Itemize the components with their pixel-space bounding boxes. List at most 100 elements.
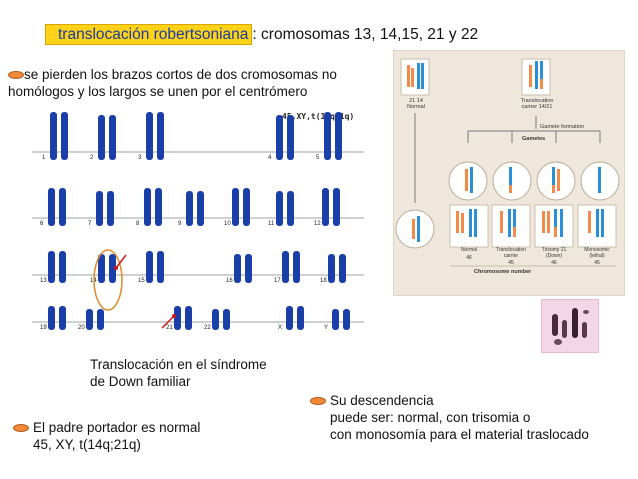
chromosome: [276, 191, 283, 226]
chromosome: [174, 306, 181, 330]
chromosome: [59, 251, 66, 283]
chromosome-label: 4: [268, 155, 272, 161]
father-block: El padre portador es normal 45, XY, t(14…: [13, 419, 200, 453]
chromosome: [328, 254, 335, 283]
chromosome: [322, 188, 329, 226]
translocation-highlight: [93, 249, 123, 311]
chromosome: [107, 191, 114, 226]
outcome-count: 45: [594, 260, 600, 266]
chromosome: [234, 254, 241, 283]
parent-carrier-label: Translocation carrier 14/21: [514, 98, 560, 110]
title-rest: : cromosomas 13, 14,15, 21 y 22: [252, 26, 479, 43]
chromosome-label: 18: [320, 278, 327, 284]
parent-1-label-line-1: 21 14: [409, 98, 423, 104]
outcome-count: 46: [551, 260, 557, 266]
karyotype-caption-line-1: Translocación en el síndrome: [90, 357, 267, 372]
slide-title: translocación robertsoniana: cromosomas …: [45, 24, 479, 45]
chromosome-label: 22: [204, 325, 211, 331]
chromosome-label: 9: [178, 221, 182, 227]
chromosome-label: 15: [138, 278, 145, 284]
father-line-1: El padre portador es normal: [33, 420, 201, 435]
chromosome: [98, 115, 105, 160]
chromosome-micrograph: [541, 299, 599, 353]
chromosome: [232, 188, 239, 226]
outcome-label: Monosomic(lethal)45: [578, 247, 616, 267]
title-highlight: translocación robertsoniana: [45, 24, 253, 45]
red-arrow-head-icon: [114, 266, 118, 270]
chromosome: [324, 112, 331, 160]
chromosome: [98, 254, 105, 283]
chromosome: [109, 254, 116, 283]
chromosome-label: 12: [314, 221, 321, 227]
outcome-name: Trisomy 21: [541, 247, 567, 253]
chromosome-label: 6: [40, 221, 44, 227]
parent-normal-label: 21 14 Normal: [396, 98, 436, 110]
bullet-icon: [310, 397, 326, 405]
description-line-1: se pierden los brazos cortos de dos crom…: [24, 67, 337, 82]
micrograph-image: [552, 308, 589, 345]
chromosome-label: 17: [274, 278, 281, 284]
chromosome-label: 8: [136, 221, 140, 227]
offspring-block: Su descendencia puede ser: normal, con t…: [310, 392, 589, 443]
chromosome-label: 1: [42, 155, 46, 161]
chromosome: [109, 115, 116, 160]
outcome-name: (lethal): [589, 252, 605, 259]
chromosome: [48, 306, 55, 330]
chromosome: [286, 306, 293, 330]
chromosome-label: 2: [90, 155, 94, 161]
chromosome-label: Y: [324, 325, 328, 331]
chromosome: [243, 188, 250, 226]
father-line-2: 45, XY, t(14q;21q): [33, 437, 141, 452]
chromosome: [339, 254, 346, 283]
chromosome: [332, 309, 339, 330]
chromosome: [212, 309, 219, 330]
gamete-formation-label: Gamete formation: [540, 124, 585, 130]
chromosome: [223, 309, 230, 330]
outcome-name: Monosomic: [584, 247, 610, 253]
chromosome: [97, 309, 104, 330]
chromosome-label: 20: [78, 325, 85, 331]
description-line-2: homólogos y los largos se unen por el ce…: [8, 84, 308, 99]
chromosome: [276, 115, 283, 160]
offspring-line-1: Su descendencia: [330, 393, 434, 408]
chromosome: [50, 112, 57, 160]
chromosome-label: 16: [226, 278, 233, 284]
red-arrow-icon: [161, 315, 175, 329]
chromosome: [96, 191, 103, 226]
bullet-icon: [13, 424, 29, 432]
chromosome: [86, 309, 93, 330]
chromosome: [146, 112, 153, 160]
chromosome-label: 3: [138, 155, 142, 161]
chromosome: [297, 306, 304, 330]
chromosome: [293, 251, 300, 283]
translocation-inheritance-figure: 21 14 Normal Translocation carrier 14/21…: [393, 50, 625, 296]
chromosome: [61, 112, 68, 160]
chromosome-number-label: Chromosome number: [474, 269, 532, 275]
chromosome: [333, 188, 340, 226]
chromosome: [282, 251, 289, 283]
outcome-name: carrier: [503, 252, 519, 259]
offspring-line-3: con monosomía para el material traslocad…: [330, 427, 589, 442]
red-arrow-head-icon: [172, 314, 176, 318]
chromosome-label: 13: [40, 278, 47, 284]
chromosome-label: 11: [268, 221, 275, 227]
inheritance-diagram: [395, 58, 620, 267]
chromosome: [287, 191, 294, 226]
outcome-name: Translocation: [496, 247, 526, 253]
red-arrow-icon: [115, 254, 127, 269]
chromosome: [155, 188, 162, 226]
chromosome: [157, 112, 164, 160]
parent-2-label-line-1: Translocation: [520, 98, 554, 104]
chromosome-label: 7: [88, 221, 92, 227]
chromosome: [185, 306, 192, 330]
outcome-name: (Down): [545, 252, 563, 259]
chromosome: [157, 251, 164, 283]
chromosome-label: X: [278, 325, 282, 331]
karyotype-code: 45,XY,t(14q21q): [282, 112, 355, 121]
parent-2-label-line-2: carrier 14/21: [521, 104, 553, 110]
outcome-count: 46: [466, 254, 472, 261]
chromosome: [186, 191, 193, 226]
